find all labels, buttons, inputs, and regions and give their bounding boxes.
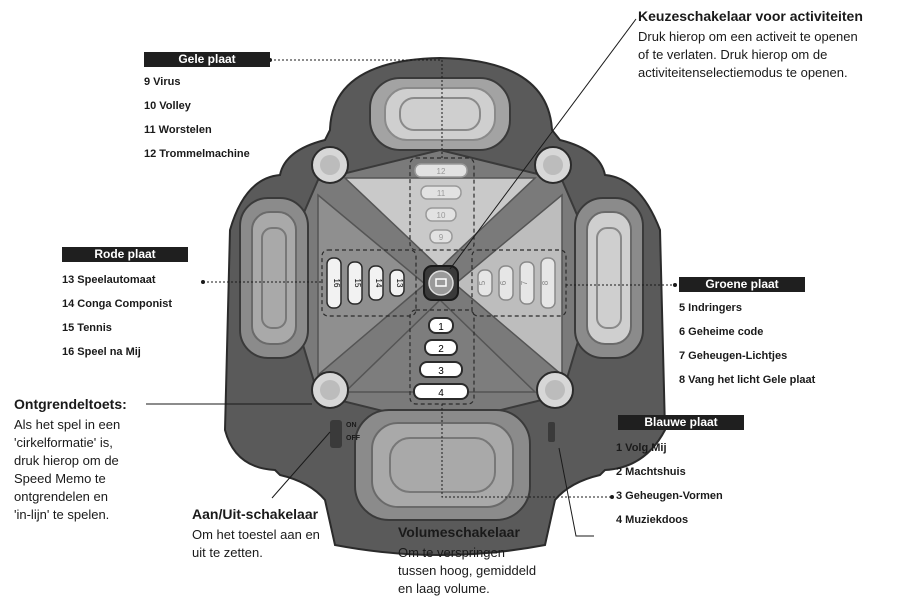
pad-number-4: 4	[438, 388, 444, 399]
volume-line-1: Om te verspringen	[398, 545, 505, 560]
selector-line-1: Druk hierop om een activeit te openen	[638, 29, 858, 44]
left-button-number: 13	[395, 279, 404, 288]
blue-item-1: 1 Volg Mij	[616, 442, 667, 454]
power-line-2: uit te zetten.	[192, 545, 263, 560]
selector-leader	[449, 18, 637, 270]
right-pad-inner	[586, 211, 632, 345]
volume-leader	[558, 447, 594, 537]
red-item-14: 14 Conga Componist	[62, 298, 173, 310]
green-item-8: 8 Vang het licht Gele plaat	[679, 374, 816, 386]
volume-line-2: tussen hoog, gemiddeld	[398, 563, 537, 578]
right-button-number: 5	[478, 280, 487, 285]
unlock-line-3: druk hierop om de	[14, 453, 119, 468]
green-plate-tag: Groene plaat	[679, 277, 805, 292]
blue-leader	[441, 404, 612, 498]
red-item-13: 13 Speelautomaat	[62, 274, 156, 286]
selector-title: Keuzeschakelaar voor activiteiten	[638, 8, 863, 24]
pad-number-3: 3	[438, 366, 444, 377]
yellow-item-10: 10 Volley	[144, 100, 191, 112]
top-pill-buttons	[414, 163, 468, 244]
volume-line-3: en laag volume.	[398, 581, 490, 596]
switch-label-on: ON	[346, 422, 357, 429]
red-plate-tag: Rode plaat	[62, 247, 188, 262]
power-line-1: Om het toestel aan en	[192, 527, 320, 542]
red-item-15: 15 Tennis	[62, 322, 112, 334]
pad-number-1: 1	[438, 322, 444, 333]
switch-label-off: OFF	[346, 435, 361, 442]
right-button-number: 7	[520, 280, 529, 285]
green-item-6: 6 Geheime code	[679, 326, 764, 338]
red-item-16: 16 Speel na Mij	[62, 346, 141, 358]
blue-item-4: 4 Muziekdoos	[616, 514, 689, 526]
svg-text:10: 10	[437, 211, 446, 220]
pad-number-2: 2	[438, 344, 444, 355]
power-switch	[330, 420, 342, 448]
left-button-number: 15	[353, 279, 362, 288]
unlock-line-2: 'cirkelformatie' is,	[14, 435, 113, 450]
yellow-item-11: 11 Worstelen	[144, 124, 212, 136]
green-item-7: 7 Geheugen-Lichtjes	[679, 350, 788, 362]
svg-text:9: 9	[439, 233, 444, 242]
unlock-line-4: Speed Memo te	[14, 471, 106, 486]
right-button-number: 6	[499, 280, 508, 285]
selector-line-2: of te verlaten. Druk hierop om de	[638, 47, 828, 62]
right-pill-buttons	[477, 257, 556, 309]
unlock-line-1: Als het spel in een	[14, 417, 121, 432]
volume-title: Volumeschakelaar	[398, 524, 520, 540]
green-item-5: 5 Indringers	[679, 302, 742, 314]
left-button-number: 16	[332, 279, 341, 288]
blue-item-3: 3 Geheugen-Vormen	[616, 490, 723, 502]
selector-line-3: activiteitenselectiemodus te openen.	[638, 65, 848, 80]
unlock-line-6: 'in-lijn' te spelen.	[14, 507, 110, 522]
yellow-item-12: 12 Trommelmachine	[144, 148, 250, 160]
power-leader	[271, 431, 331, 499]
power-title: Aan/Uit-schakelaar	[192, 506, 319, 522]
volume-switch	[548, 422, 555, 442]
unlock-title: Ontgrendeltoets:	[14, 396, 127, 412]
unlock-line-5: ontgrendelen en	[14, 489, 108, 504]
yellow-leader	[270, 59, 443, 158]
yellow-item-9: 9 Virus	[144, 76, 181, 88]
blue-plate-tag: Blauwe plaat	[618, 415, 744, 430]
right-button-number: 8	[541, 280, 550, 285]
yellow-plate-tag: Gele plaat	[144, 52, 270, 67]
left-pad-inner	[251, 211, 297, 345]
top-dashed-box	[409, 157, 475, 251]
left-pill-buttons	[326, 257, 405, 309]
blue-item-2: 2 Machtshuis	[616, 466, 686, 478]
bottom-pill-buttons	[413, 317, 469, 400]
top-pad-inner	[384, 87, 496, 141]
top-section	[343, 177, 537, 270]
svg-text:11: 11	[437, 189, 446, 198]
left-button-number: 14	[374, 279, 383, 288]
svg-text:12: 12	[437, 167, 446, 176]
